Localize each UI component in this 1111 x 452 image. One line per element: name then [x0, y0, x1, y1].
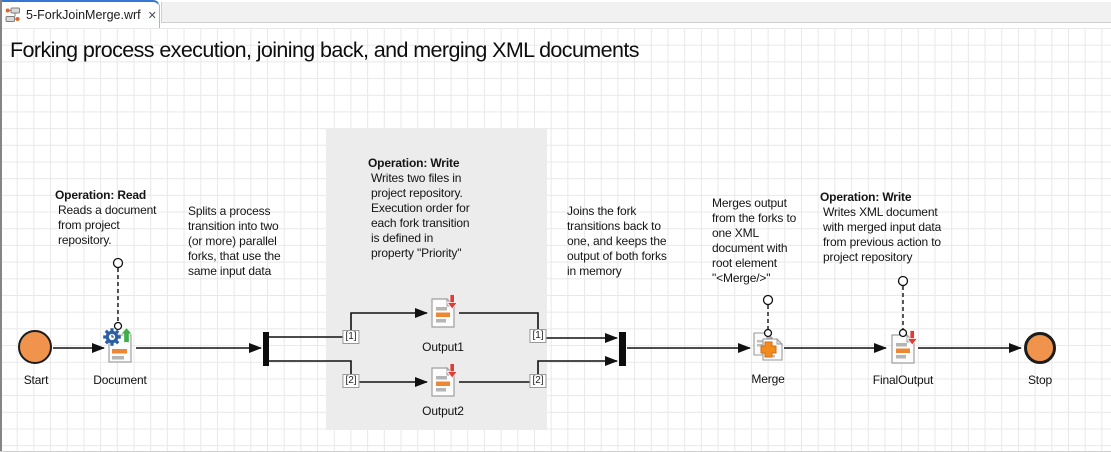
- annotation-write-final[interactable]: Operation: Write Writes XML document wit…: [820, 190, 978, 265]
- document-read-icon: [101, 325, 139, 365]
- annotation-read[interactable]: Operation: Read Reads a document from pr…: [55, 188, 187, 248]
- annotation-heading: Operation: Read: [55, 188, 147, 202]
- tab-strip-filler: [161, 2, 1111, 23]
- node-document[interactable]: [101, 325, 139, 365]
- tab-5-forkjoinmerge[interactable]: 5-ForkJoinMerge.wrf ✕: [0, 0, 160, 28]
- tab-bar: 5-ForkJoinMerge.wrf ✕: [0, 0, 1111, 28]
- node-fork-bar[interactable]: [263, 332, 269, 366]
- edge-label-fork-1: [1]: [342, 330, 360, 344]
- document-write-icon: [887, 329, 921, 367]
- node-merge[interactable]: [751, 331, 788, 367]
- annotation-split[interactable]: Splits a process transition into two (or…: [185, 204, 315, 279]
- annotation-join[interactable]: Joins the fork transitions back to one, …: [564, 204, 704, 279]
- node-label-stop: Stop: [1027, 373, 1053, 387]
- annotation-merge[interactable]: Merges output from the forks to one XML …: [709, 196, 827, 286]
- edge-label-join-1: [1]: [529, 329, 547, 343]
- node-stop[interactable]: [1024, 332, 1056, 364]
- node-label-start: Start: [23, 373, 49, 387]
- diagram-canvas: [0, 28, 1111, 452]
- node-output2[interactable]: [427, 362, 461, 400]
- node-label-output1: Output1: [422, 340, 464, 354]
- annotation-body: Splits a process transition into two (or…: [188, 204, 281, 278]
- annotation-body: Writes two files in project repository. …: [371, 171, 470, 260]
- document-write-icon: [427, 293, 461, 331]
- node-join-bar[interactable]: [619, 332, 626, 366]
- node-output1[interactable]: [427, 293, 461, 331]
- tab-title: 5-ForkJoinMerge.wrf: [26, 8, 141, 22]
- document-write-icon: [427, 362, 461, 400]
- annotation-body: Merges output from the forks to one XML …: [712, 196, 797, 285]
- tab-close-icon[interactable]: ✕: [147, 9, 157, 22]
- node-label-document: Document: [93, 373, 147, 387]
- merge-documents-icon: [751, 331, 788, 367]
- annotation-body: Joins the fork transitions back to one, …: [567, 204, 667, 278]
- node-label-merge: Merge: [751, 372, 785, 386]
- node-start[interactable]: [18, 330, 52, 364]
- annotation-heading: Operation: Write: [820, 190, 912, 204]
- edge-label-fork-2: [2]: [342, 374, 360, 388]
- edge-label-join-2: [2]: [529, 374, 547, 388]
- annotation-body: Writes XML document with merged input da…: [823, 205, 942, 264]
- diagram-title[interactable]: Forking process execution, joining back,…: [10, 38, 639, 62]
- annotation-write-forks[interactable]: Operation: Write Writes two files in pro…: [368, 156, 533, 261]
- node-final-output[interactable]: [887, 329, 921, 367]
- node-label-final-output: FinalOutput: [872, 373, 934, 387]
- editor-left-border: [0, 0, 2, 452]
- node-label-output2: Output2: [422, 404, 464, 418]
- annotation-heading: Operation: Write: [368, 156, 460, 170]
- annotation-body: Reads a document from project repository…: [58, 203, 157, 247]
- workflow-file-icon: [5, 7, 21, 23]
